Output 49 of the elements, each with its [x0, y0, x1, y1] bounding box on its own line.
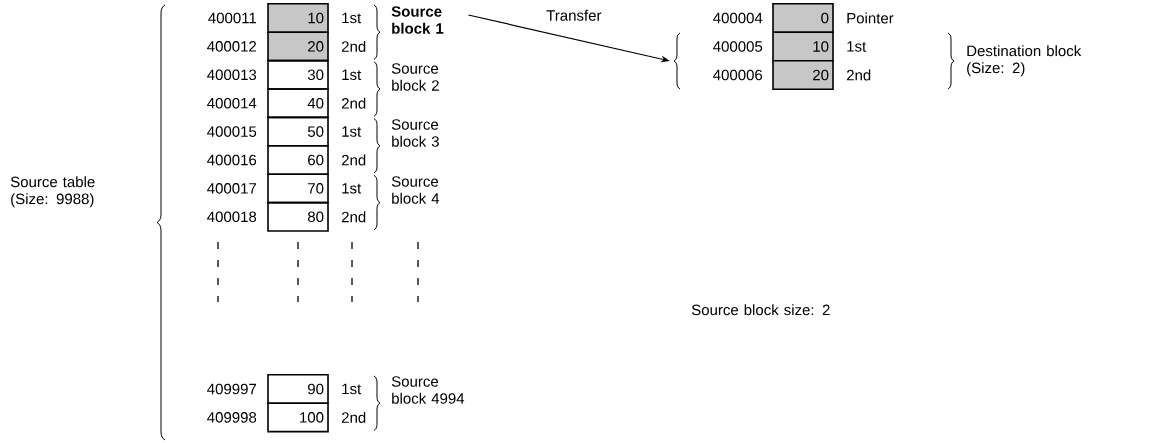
word-label: 2nd: [341, 97, 366, 109]
brace: [673, 32, 681, 90]
register-cell: 60: [267, 145, 329, 175]
register-cell: 10: [772, 31, 834, 62]
register-cell: 50: [267, 116, 329, 147]
register-cell: 30: [267, 59, 329, 90]
address-label: 400005: [713, 41, 763, 52]
word-label: 1st: [342, 183, 362, 194]
address-label: 400012: [207, 41, 257, 52]
register-cell: 70: [267, 173, 329, 204]
register-cell: 10: [267, 3, 329, 33]
address-label: 400014: [207, 97, 257, 109]
text-label: Source table (Size: 9988): [10, 176, 95, 208]
address-label: 409997: [207, 383, 257, 395]
edge-label: Transfer: [546, 9, 602, 21]
word-label: 2nd: [846, 69, 871, 81]
word-label: 2nd: [341, 411, 366, 423]
address-label: 409998: [207, 412, 257, 423]
register-cell: 40: [267, 88, 329, 119]
register-cell: 20: [267, 31, 329, 62]
word-label: Pointer: [847, 12, 894, 24]
address-label: 400004: [713, 12, 763, 24]
register-cell: 90: [267, 374, 329, 404]
text-label: Source block 4: [391, 176, 440, 204]
text-label: Source block size: 2: [691, 304, 830, 316]
word-label: 1st: [847, 41, 867, 52]
word-label: 1st: [342, 383, 362, 395]
register-cell: 100: [267, 402, 329, 433]
address-label: 400016: [207, 154, 257, 166]
word-label: 2nd: [341, 40, 366, 52]
text-label: Source block 2: [391, 63, 439, 91]
block-label: Source block 1: [391, 6, 444, 34]
word-label: 2nd: [341, 154, 366, 166]
text-label: Source block 4994: [391, 376, 465, 404]
address-label: 400011: [208, 12, 257, 24]
address-label: 400015: [207, 126, 257, 137]
word-label: 1st: [342, 126, 362, 137]
word-label: 1st: [342, 69, 362, 80]
register-cell: 20: [772, 60, 834, 90]
address-label: 400006: [713, 69, 763, 81]
address-label: 400013: [207, 69, 257, 81]
address-label: 400018: [207, 211, 257, 223]
text-label: Destination block (Size: 2): [967, 45, 1082, 77]
word-label: 1st: [342, 12, 362, 24]
register-cell: 0: [772, 3, 834, 33]
address-label: 400017: [207, 183, 257, 194]
register-cell: 80: [267, 201, 329, 232]
word-label: 2nd: [341, 211, 366, 223]
text-label: Source block 3: [391, 119, 439, 147]
